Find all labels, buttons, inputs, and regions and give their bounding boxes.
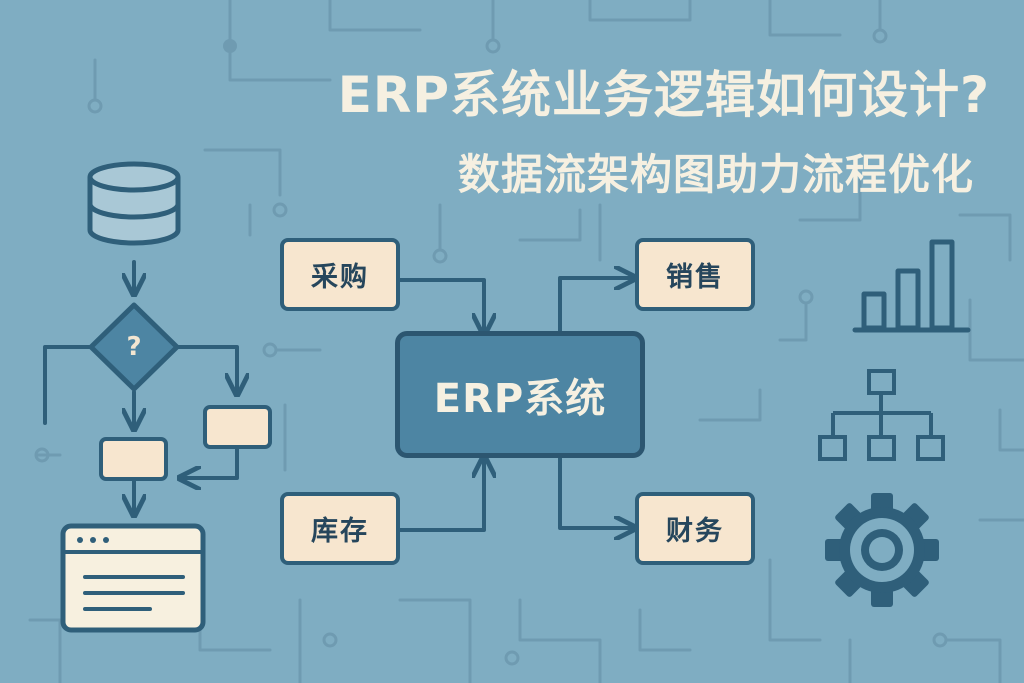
background-circuit-lines <box>28 0 1024 683</box>
decision-diamond-icon <box>88 302 180 392</box>
process-box-left <box>99 437 168 481</box>
process-box-right <box>203 405 272 449</box>
main-connectors <box>398 278 633 530</box>
database-icon <box>87 161 181 246</box>
gear-icon <box>825 493 939 607</box>
node-finance: 财务 <box>635 492 755 565</box>
node-erp-system: ERP系统 <box>395 331 645 458</box>
decision-question-mark: ? <box>126 332 142 362</box>
page-title: ERP系统业务逻辑如何设计? <box>337 66 990 124</box>
bar-chart-icon <box>852 239 971 333</box>
window-icon <box>60 523 206 633</box>
page-subtitle: 数据流架构图助力流程优化 <box>457 150 974 199</box>
node-procurement: 采购 <box>280 238 400 311</box>
flowchart-connectors <box>43 260 237 513</box>
org-chart-icon <box>818 369 945 461</box>
node-inventory: 库存 <box>280 492 400 565</box>
node-sales: 销售 <box>635 238 755 311</box>
